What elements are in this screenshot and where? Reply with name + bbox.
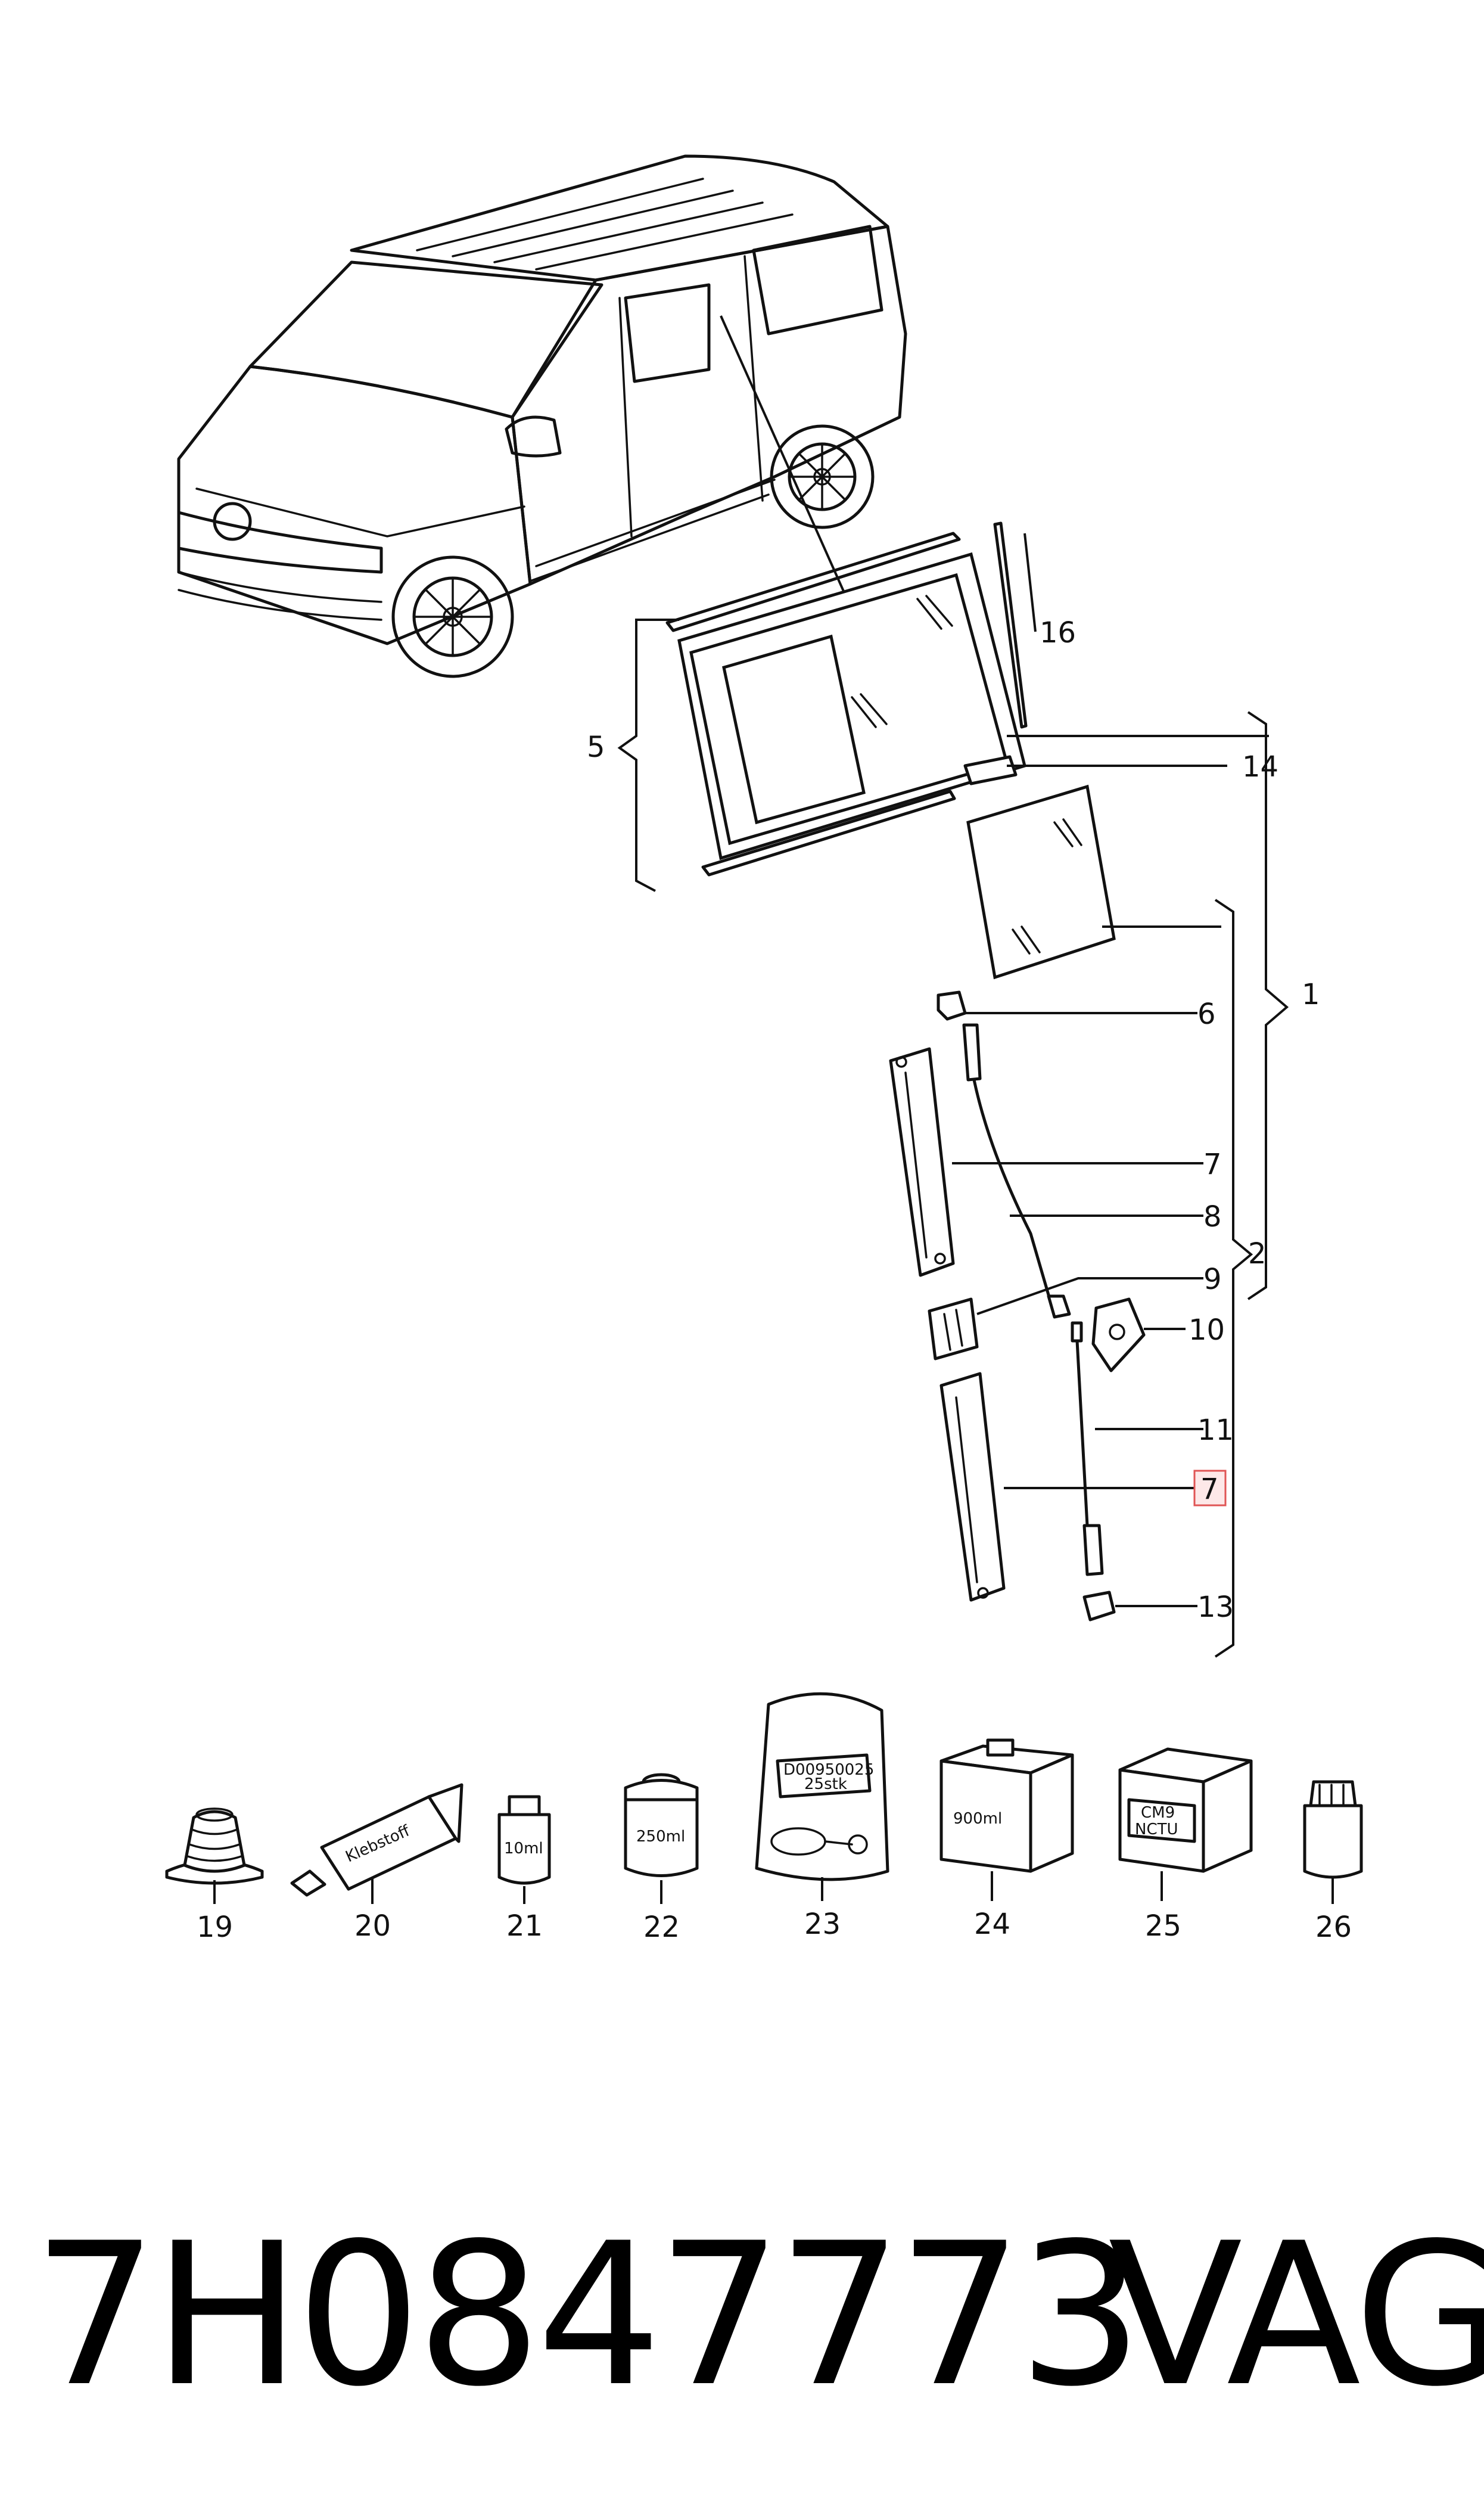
- callout-11: 11: [1197, 1414, 1234, 1447]
- lower-rail: [701, 790, 956, 877]
- part-number: 7H0847773: [33, 2201, 1143, 2430]
- callout-2: 2: [1248, 1237, 1267, 1271]
- guide-7-lower: [939, 1372, 1006, 1602]
- clip-13: [1082, 1591, 1116, 1622]
- cable-11: [1071, 1321, 1104, 1576]
- brace-1: [1247, 711, 1289, 1300]
- callout-9: 9: [1203, 1263, 1222, 1296]
- upper-rail: [665, 532, 961, 632]
- callout-20: 20: [354, 1909, 391, 1943]
- callout-13: 13: [1197, 1591, 1234, 1624]
- guide-7-upper: [889, 1047, 955, 1277]
- callout-7-highlight: [1193, 1470, 1227, 1507]
- callout-26: 26: [1315, 1911, 1352, 1944]
- brace-2: [1214, 899, 1253, 1658]
- box-24-label: 900ml: [953, 1810, 1002, 1828]
- callout-24: 24: [974, 1908, 1010, 1941]
- callout-16: 16: [1040, 616, 1076, 650]
- bag-23: D00950025 25stk: [755, 1692, 889, 1881]
- box-24: 900ml: [939, 1738, 1074, 1873]
- callout-10: 10: [1189, 1313, 1225, 1347]
- can-22-label: 250ml: [636, 1828, 685, 1846]
- sliding-glass: [966, 784, 1116, 980]
- van-illustration: [177, 154, 907, 678]
- callout-19: 19: [197, 1911, 233, 1944]
- callout-6: 6: [1197, 998, 1216, 1031]
- bracket-14: [963, 755, 1018, 785]
- brace-5: [617, 619, 679, 892]
- callout-23: 23: [804, 1908, 841, 1941]
- callout-1: 1: [1302, 978, 1320, 1011]
- handle-9: [928, 1297, 979, 1361]
- can-22: 250ml: [624, 1773, 699, 1877]
- cube-25-line1: CM9: [1141, 1804, 1175, 1822]
- cube-25: CM9 NCTU: [1118, 1747, 1253, 1873]
- bag-23-line2: 25stk: [804, 1775, 847, 1793]
- bag-23-line1: D00950025: [783, 1761, 874, 1779]
- callout-14: 14: [1242, 750, 1278, 784]
- grommet-19: [165, 1807, 264, 1885]
- fixed-window-glass: [677, 552, 1027, 861]
- tube-20: Klebstoff: [290, 1783, 463, 1897]
- bottle-21-label: 10ml: [504, 1840, 543, 1858]
- callout-22: 22: [643, 1911, 680, 1944]
- cable-8: [962, 1023, 1053, 1307]
- cube-25-line2: NCTU: [1135, 1821, 1178, 1838]
- callout-21: 21: [506, 1909, 543, 1943]
- bottle-21: 10ml: [497, 1795, 551, 1885]
- lock-10: [1091, 1297, 1146, 1372]
- clip-6: [937, 990, 967, 1021]
- callout-25: 25: [1145, 1909, 1181, 1943]
- brand-name: VAG: [1108, 2201, 1484, 2430]
- callout-5: 5: [587, 731, 605, 764]
- callout-8: 8: [1203, 1200, 1222, 1234]
- hook-9: [1047, 1294, 1071, 1319]
- callout-7-lower: 7: [1200, 1473, 1219, 1506]
- bottle-26: [1303, 1780, 1363, 1879]
- callout-7-upper: 7: [1203, 1148, 1222, 1181]
- rail-16: [993, 521, 1028, 729]
